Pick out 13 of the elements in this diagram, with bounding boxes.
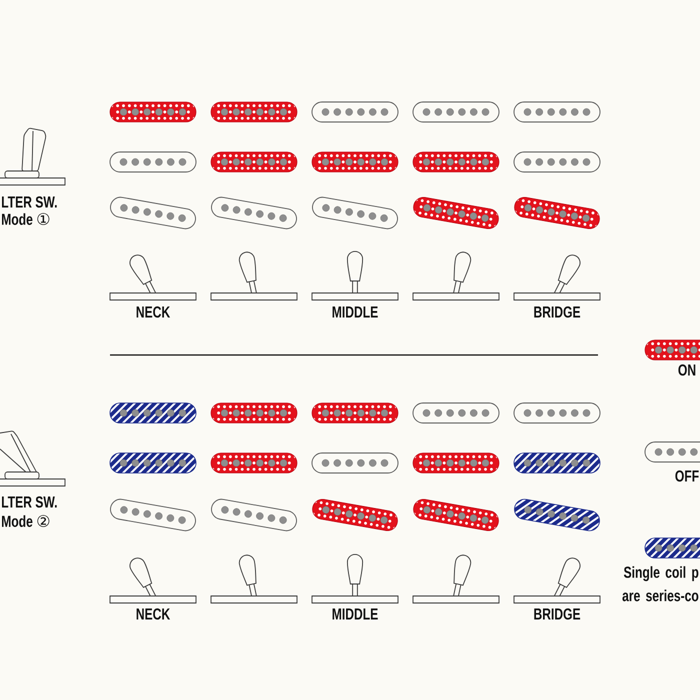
legend-label: ON bbox=[678, 364, 696, 376]
position-label: NECK bbox=[136, 306, 170, 318]
switch-label: LTER SW. bbox=[2, 196, 57, 208]
legend-label: OFF bbox=[675, 470, 699, 482]
switch-label: LTER SW. bbox=[2, 496, 57, 508]
position-label: MIDDLE bbox=[332, 608, 378, 620]
position-label: BRIDGE bbox=[534, 608, 580, 620]
position-label: MIDDLE bbox=[332, 306, 378, 318]
position-label: BRIDGE bbox=[534, 306, 580, 318]
mode-label: Mode ① bbox=[2, 213, 50, 225]
legend-label: Single coil p are series-co bbox=[622, 566, 698, 602]
mode-label: Mode ② bbox=[2, 515, 50, 527]
position-label: NECK bbox=[136, 608, 170, 620]
